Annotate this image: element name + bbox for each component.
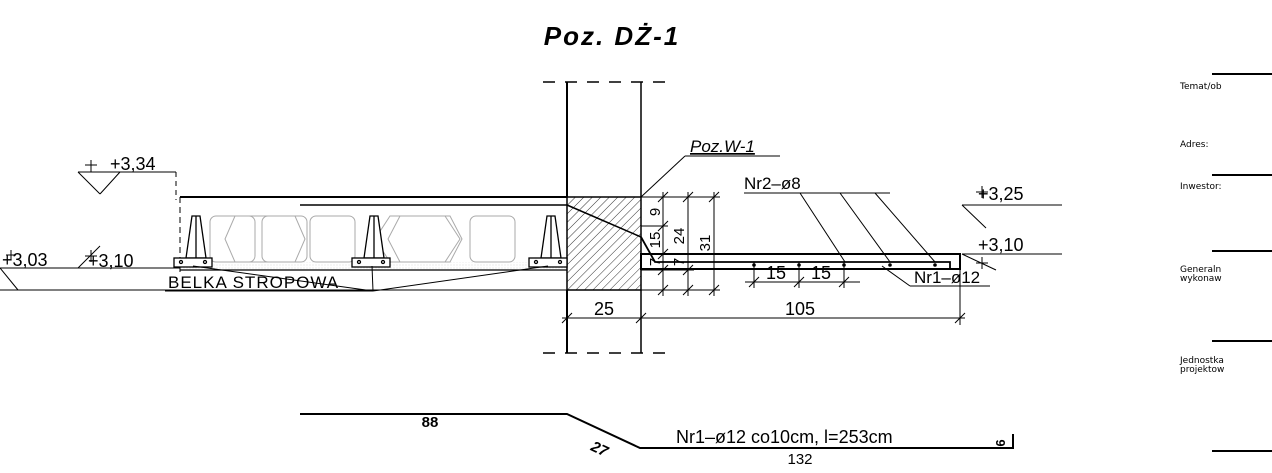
tb-rule: [1212, 174, 1272, 176]
nr2-leaders: [744, 192, 936, 263]
ref-leader: [640, 155, 780, 198]
label-nr1: Nr1–ø12: [914, 268, 980, 287]
dim-h31: 31: [697, 235, 714, 252]
level-3-10-right: +3,10: [978, 235, 1024, 255]
tb-rule: [1212, 250, 1272, 252]
dim-h7b: 7: [671, 258, 688, 266]
label-belka-stropowa: BELKA STROPOWA: [168, 273, 339, 292]
bar-seg-bend: 27: [587, 438, 611, 461]
level-3-03: +3,03: [2, 250, 48, 270]
tb-jednostka-2: projektow: [1180, 365, 1225, 375]
cantilever-slab: [640, 236, 961, 270]
tb-rule: [1212, 73, 1272, 75]
tb-adres: Adres:: [1180, 140, 1209, 150]
dim-h7a: 7: [647, 258, 664, 266]
ref-poz-w1: Poz.W-1: [690, 137, 755, 156]
tb-rule: [1212, 450, 1272, 452]
dim-h9: 9: [647, 208, 664, 216]
bar-seg-hook: 6: [993, 439, 1008, 446]
dimension-lines: [561, 191, 966, 325]
label-nr2: Nr2–ø8: [744, 174, 801, 193]
tb-rule: [1212, 340, 1272, 342]
dim-h15: 15: [647, 232, 664, 249]
level-markers: [0, 160, 1062, 291]
dim-cantilever: 105: [785, 299, 815, 319]
beam-leaders: [165, 265, 549, 292]
drawing-title: Poz. DŻ-1: [544, 21, 680, 51]
dim-h24: 24: [671, 228, 688, 245]
level-3-10-left: +3,10: [88, 251, 134, 271]
tb-generalny-2: wykonaw: [1180, 274, 1222, 284]
level-3-25: +3,25: [978, 184, 1024, 204]
nr1-leader: [881, 265, 990, 287]
tb-temat: Temat/ob: [1180, 82, 1222, 92]
level-3-34: +3,34: [110, 154, 156, 174]
bar-schedule-shape: [300, 413, 1014, 449]
tb-inwestor: Inwestor:: [1180, 182, 1222, 192]
floor-beams: [173, 215, 568, 268]
dim-wall-width: 25: [594, 299, 614, 319]
tb-generalny-1: Generaln: [1180, 265, 1222, 275]
bar-seg-right: 132: [787, 451, 812, 468]
dim-spacing-a: 15: [766, 263, 786, 283]
tb-jednostka-1: Jednostka: [1180, 356, 1224, 366]
wreath-hatched: [566, 196, 642, 291]
dim-spacing-b: 15: [811, 263, 831, 283]
bar-description: Nr1–ø12 co10cm, l=253cm: [676, 427, 893, 447]
bar-seg-left: 88: [422, 414, 439, 431]
